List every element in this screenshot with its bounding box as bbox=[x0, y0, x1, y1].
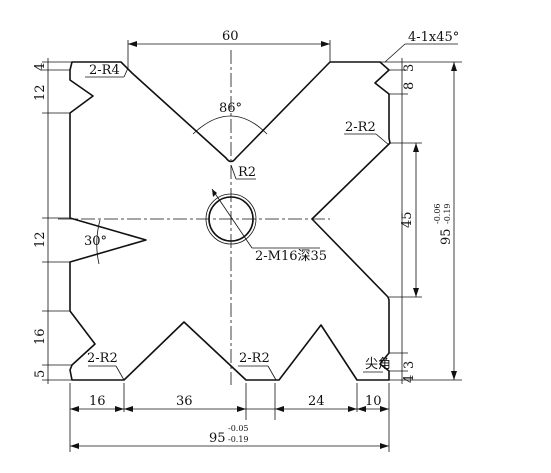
right-dim-3-top: 3 bbox=[402, 64, 417, 72]
r2-right-label: 2-R2 bbox=[345, 120, 376, 135]
bottom-seg-4: 10 bbox=[365, 394, 382, 409]
r2-top-leader bbox=[230, 164, 237, 180]
thread-label: 2-M16深35 bbox=[255, 249, 327, 264]
r4-label: 2-R4 bbox=[89, 63, 120, 78]
bottom-arrow-3 bbox=[124, 406, 133, 412]
total-height-arrow-top bbox=[451, 62, 457, 71]
bottom-arrow-7 bbox=[357, 406, 366, 412]
chamfer-label: 4-1x45° bbox=[408, 30, 459, 45]
bottom-arrow-5 bbox=[275, 406, 284, 412]
right-dim-3-bottom: 3 bbox=[402, 361, 417, 369]
left-dim-12-top: 12 bbox=[33, 84, 48, 101]
right-45-label: 45 bbox=[400, 211, 415, 228]
left-dim-4: 4 bbox=[33, 63, 48, 71]
angle-30-label: 30° bbox=[84, 234, 107, 249]
r2-bottom-mid-leader-diag bbox=[267, 365, 277, 381]
total-height-base: 95 bbox=[439, 228, 454, 245]
thread-leader bbox=[211, 188, 253, 249]
dim-60-label: 60 bbox=[222, 29, 239, 44]
left-dim-5: 5 bbox=[33, 370, 48, 378]
thread-arrow bbox=[212, 189, 217, 197]
left-dim-16: 16 bbox=[33, 328, 48, 345]
angle-30-arc bbox=[96, 219, 101, 265]
total-width-arrow-left bbox=[70, 443, 79, 449]
angle-86-arc bbox=[192, 115, 268, 135]
bottom-seg-3: 24 bbox=[308, 394, 325, 409]
r2-bottom-left-leader-diag bbox=[115, 365, 125, 381]
r4-leader-diag bbox=[123, 67, 129, 78]
bottom-seg-2: 36 bbox=[176, 394, 193, 409]
dim-60-arrow-left bbox=[128, 41, 137, 47]
left-dim-12-mid: 12 bbox=[33, 231, 48, 248]
total-width-arrow-right bbox=[380, 443, 389, 449]
r2-bottom-mid-label: 2-R2 bbox=[239, 351, 270, 366]
bottom-arrow-1 bbox=[70, 406, 79, 412]
total-height-lower: -0.19 bbox=[443, 203, 452, 224]
bottom-arrow-8 bbox=[380, 406, 389, 412]
bottom-arrow-2 bbox=[115, 406, 124, 412]
bottom-arrow-6 bbox=[348, 406, 357, 412]
total-width-lower: -0.19 bbox=[228, 435, 249, 444]
right-dim-4-bottom: 4 bbox=[402, 375, 417, 383]
chamfer-leader bbox=[384, 43, 406, 63]
bottom-seg-1: 16 bbox=[89, 394, 106, 409]
part-outline bbox=[69, 61, 391, 381]
right-45-arrow-bottom bbox=[413, 288, 419, 297]
angle-86-label: 86° bbox=[219, 101, 242, 116]
total-height-upper: -0.06 bbox=[433, 203, 442, 224]
total-width-base: 95 bbox=[209, 431, 226, 446]
r2-bottom-left-label: 2-R2 bbox=[87, 351, 118, 366]
dim-60-arrow-right bbox=[321, 41, 330, 47]
right-45-arrow-top bbox=[413, 143, 419, 152]
right-dim-8: 8 bbox=[402, 82, 417, 90]
bottom-arrow-4 bbox=[237, 406, 246, 412]
corner-label: 尖角 bbox=[365, 357, 391, 372]
r2-top-label: R2 bbox=[238, 165, 256, 180]
total-height-arrow-bottom bbox=[451, 371, 457, 380]
total-width-upper: -0.05 bbox=[228, 424, 249, 433]
r2-right-leader-diag bbox=[375, 133, 390, 146]
